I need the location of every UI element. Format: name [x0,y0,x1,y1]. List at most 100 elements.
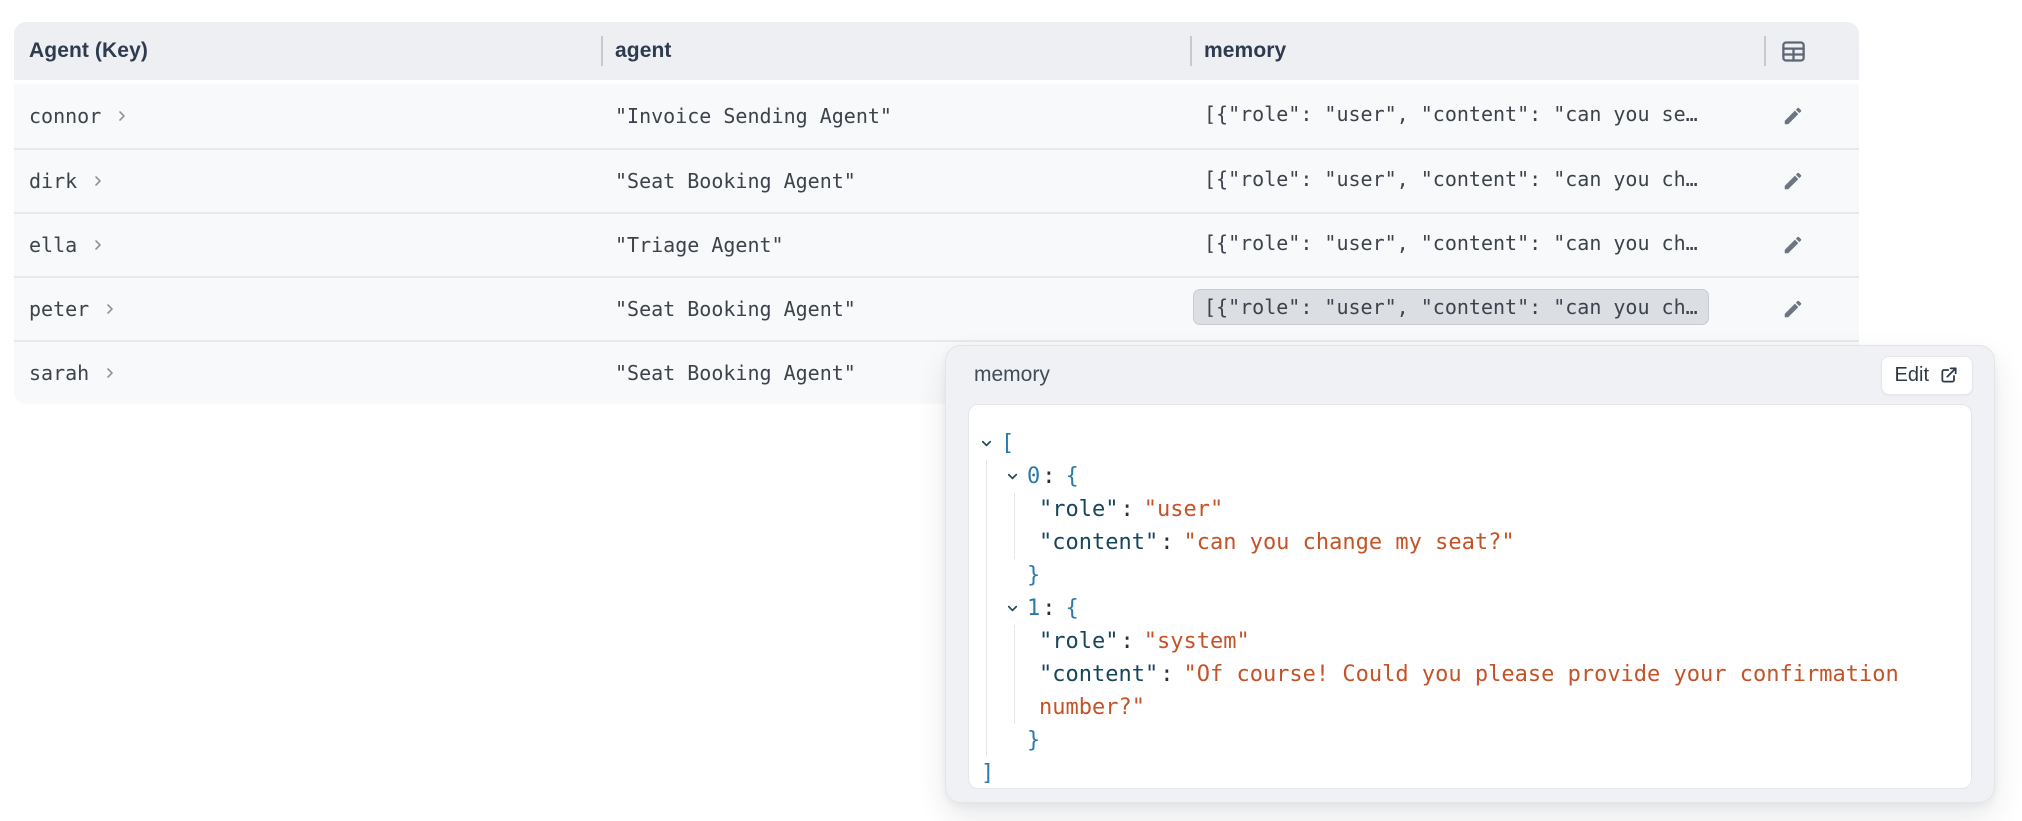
table-row: dirk "Seat Booking Agent" [{"role": "use… [14,148,1859,212]
json-array-block: 0 : { "role": "user" "content": "can you c… [986,460,1947,757]
item-index: 1 [1027,596,1041,621]
json-root-close-line: ] [979,757,1947,788]
key-label: ella [29,233,78,257]
chevron-right-icon [102,301,118,317]
edit-pencil-icon[interactable] [1778,294,1808,324]
item-index: 0 [1027,464,1041,489]
column-header-memory: memory [1190,22,1764,80]
chevron-right-icon [102,365,118,381]
edit-pencil-icon[interactable] [1778,166,1808,196]
key-cell[interactable]: ella [14,233,601,257]
chevron-right-icon [90,237,106,253]
agent-value: "Seat Booking Agent" [615,361,856,385]
colon: : [1160,662,1174,687]
key-cell[interactable]: dirk [14,169,601,193]
close-brace: } [1027,728,1041,753]
chevron-down-icon[interactable] [1005,601,1027,616]
json-root-line: [ [979,427,1947,460]
colon: : [1042,464,1056,489]
external-link-icon [1939,365,1959,385]
memory-value: [{"role": "user", "content": "can you ch… [1204,230,1698,255]
agents-table: Agent (Key) agent memory [14,22,1859,404]
table-row: ella "Triage Agent" [{"role": "user", "c… [14,212,1859,276]
json-key: "content" [1039,530,1159,555]
key-cell[interactable]: connor [14,104,601,128]
open-brace: { [1065,596,1079,621]
json-key: "role" [1039,497,1119,522]
memory-cell-selected[interactable]: [{"role": "user", "content": "can you ch… [1190,288,1764,330]
key-cell[interactable]: sarah [14,361,601,385]
json-object-block: "role": "user" "content": "can you change … [1014,493,1947,559]
edit-pencil-icon[interactable] [1778,101,1808,131]
column-header-agent-key: Agent (Key) [14,22,601,80]
json-object-block: "role":"system" "content":"Of course! Co… [1014,625,1947,724]
column-header-agent: agent [601,22,1190,80]
json-string-value: "Of course! Could you please provide you… [1039,662,1899,720]
json-string-value: "system" [1143,629,1250,654]
actions-cell [1764,166,1859,196]
agent-cell[interactable]: "Invoice Sending Agent" [601,104,1190,128]
column-resize-handle[interactable] [601,36,603,66]
colon: : [1120,629,1134,654]
key-label: peter [29,297,90,321]
key-label: dirk [29,169,78,193]
json-entry: "role": "user" [1039,493,1947,526]
close-bracket: ] [981,761,995,786]
json-entry: "content":"Of course! Could you please p… [1039,658,1947,724]
memory-value: [{"role": "user", "content": "can you ch… [1204,166,1698,191]
open-bracket: [ [1001,431,1015,456]
agent-cell[interactable]: "Seat Booking Agent" [601,361,1190,385]
chevron-down-icon[interactable] [1005,469,1027,484]
actions-cell [1764,294,1859,324]
colon: : [1160,530,1174,555]
column-resize-handle[interactable] [1190,36,1192,66]
json-item-line: 0 : { [1005,460,1947,493]
edit-button-label: Edit [1894,363,1929,386]
memory-cell[interactable]: [{"role": "user", "content": "can you ch… [1190,231,1764,260]
memory-value: [{"role": "user", "content": "can you ch… [1193,288,1709,325]
colon: : [1120,497,1134,522]
popup-title: memory [974,363,1050,386]
agent-cell[interactable]: "Triage Agent" [601,233,1190,257]
table-row: connor "Invoice Sending Agent" [{"role":… [14,84,1859,148]
json-close-line: } [1005,724,1947,757]
column-resize-handle[interactable] [1764,36,1766,66]
actions-cell [1764,230,1859,260]
json-key: "content" [1039,662,1159,687]
agent-value: "Seat Booking Agent" [615,297,856,321]
close-brace: } [1027,563,1041,588]
key-label: connor [29,104,102,128]
json-string-value: "can you change my seat?" [1183,530,1515,555]
edit-pencil-icon[interactable] [1778,230,1808,260]
agent-value: "Triage Agent" [615,233,784,257]
json-item-line: 1 : { [1005,592,1947,625]
edit-button[interactable]: Edit [1880,355,1973,395]
agent-cell[interactable]: "Seat Booking Agent" [601,169,1190,193]
column-header-label: agent [615,39,672,62]
json-string-value: "user" [1143,497,1224,522]
table-row: peter "Seat Booking Agent" [{"role": "us… [14,276,1859,340]
chevron-down-icon[interactable] [979,436,1001,451]
colon: : [1042,596,1056,621]
agent-value: "Invoice Sending Agent" [615,104,892,128]
agent-cell[interactable]: "Seat Booking Agent" [601,297,1190,321]
chevron-right-icon [90,173,106,189]
memory-value: [{"role": "user", "content": "can you se… [1204,101,1698,126]
column-header-actions [1764,22,1859,80]
json-close-line: } [1005,559,1947,592]
column-header-label: memory [1204,39,1287,62]
json-entry: "content": "can you change my seat?" [1039,526,1947,559]
table-grid-icon[interactable] [1780,38,1807,65]
json-key: "role" [1039,629,1119,654]
chevron-right-icon [114,108,130,124]
key-cell[interactable]: peter [14,297,601,321]
json-editor-panel: [ 0 : { "role": "user" "content": "can you… [968,404,1972,789]
open-brace: { [1065,464,1079,489]
key-label: sarah [29,361,90,385]
column-header-label: Agent (Key) [29,39,148,62]
agent-value: "Seat Booking Agent" [615,169,856,193]
memory-cell[interactable]: [{"role": "user", "content": "can you se… [1190,102,1764,131]
memory-cell[interactable]: [{"role": "user", "content": "can you ch… [1190,167,1764,196]
json-viewer: [ 0 : { "role": "user" "content": "can you… [969,405,1971,788]
table-header-row: Agent (Key) agent memory [14,22,1859,80]
